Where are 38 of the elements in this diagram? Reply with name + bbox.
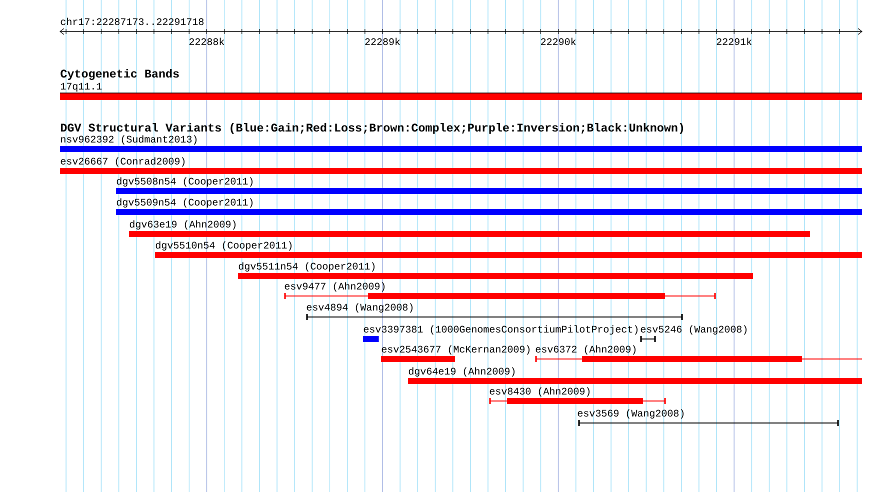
variant-feature: nsv962392 (Sudmant2013) — [60, 135, 862, 152]
node-label: esv2543677 (McKernan2009) — [382, 345, 530, 355]
node-label: dgv63e19 (Ahn2009) — [130, 220, 236, 230]
tick-label: 22288k — [189, 38, 224, 46]
variant-feature: esv26667 (Conrad2009) — [60, 157, 862, 174]
variant-feature: dgv64e19 (Ahn2009) — [408, 367, 862, 384]
node-label: esv26667 (Conrad2009) — [60, 157, 185, 167]
variant-feature: esv6372 (Ahn2009) — [535, 345, 863, 362]
variant-feature: esv9477 (Ahn2009) — [284, 282, 716, 299]
node-label: dgv5509n54 (Cooper2011) — [116, 198, 253, 208]
variant-feature: esv8430 (Ahn2009) — [489, 387, 666, 404]
node-label: nsv962392 (Sudmant2013) — [61, 135, 197, 145]
variant-feature: esv4894 (Wang2008) — [306, 303, 683, 320]
variant-feature: dgv5511n54 (Cooper2011) — [238, 262, 753, 279]
node-label: dgv5508n54 (Cooper2011) — [116, 177, 253, 187]
coordinate-range: chr17:22287173..22291718 — [60, 18, 204, 26]
node-label: dgv5511n54 (Cooper2011) — [238, 262, 375, 272]
variant-feature: dgv5508n54 (Cooper2011) — [116, 177, 862, 194]
variant-feature: esv3569 (Wang2008) — [578, 409, 839, 426]
node-label: esv9477 (Ahn2009) — [284, 282, 385, 292]
variant-feature: dgv5509n54 (Cooper2011) — [116, 198, 862, 215]
node-label: 17q11.1 — [60, 82, 102, 92]
variant-feature: dgv63e19 (Ahn2009) — [129, 220, 810, 237]
node-label: dgv64e19 (Ahn2009) — [408, 367, 515, 377]
tick-label: 22291k — [716, 38, 752, 46]
tick-label: 22290k — [541, 38, 576, 46]
track-heading: DGV Structural Variants (Blue:Gain;Red:Loss;Brown:Complex;Purple:Inversion;Black:Unknown) — [60, 123, 684, 134]
variant-feature: dgv5510n54 (Cooper2011) — [155, 241, 862, 258]
node-label: esv6372 (Ahn2009) — [536, 345, 636, 355]
node-label: esv3397381 (1000GenomesConsortiumPilotProject) — [364, 325, 638, 335]
node-label: dgv5510n54 (Cooper2011) — [156, 241, 292, 251]
variant-feature: esv5246 (Wang2008) — [640, 325, 747, 342]
cytoband-bar: 17q11.1 — [60, 82, 862, 100]
track-heading: Cytogenetic Bands — [60, 69, 179, 80]
variant-feature: esv3397381 (1000GenomesConsortiumPilotProject) — [363, 325, 638, 342]
variant-feature: esv2543677 (McKernan2009) — [381, 345, 530, 362]
tick-label: 22289k — [365, 38, 400, 46]
node-label: esv8430 (Ahn2009) — [490, 387, 590, 397]
